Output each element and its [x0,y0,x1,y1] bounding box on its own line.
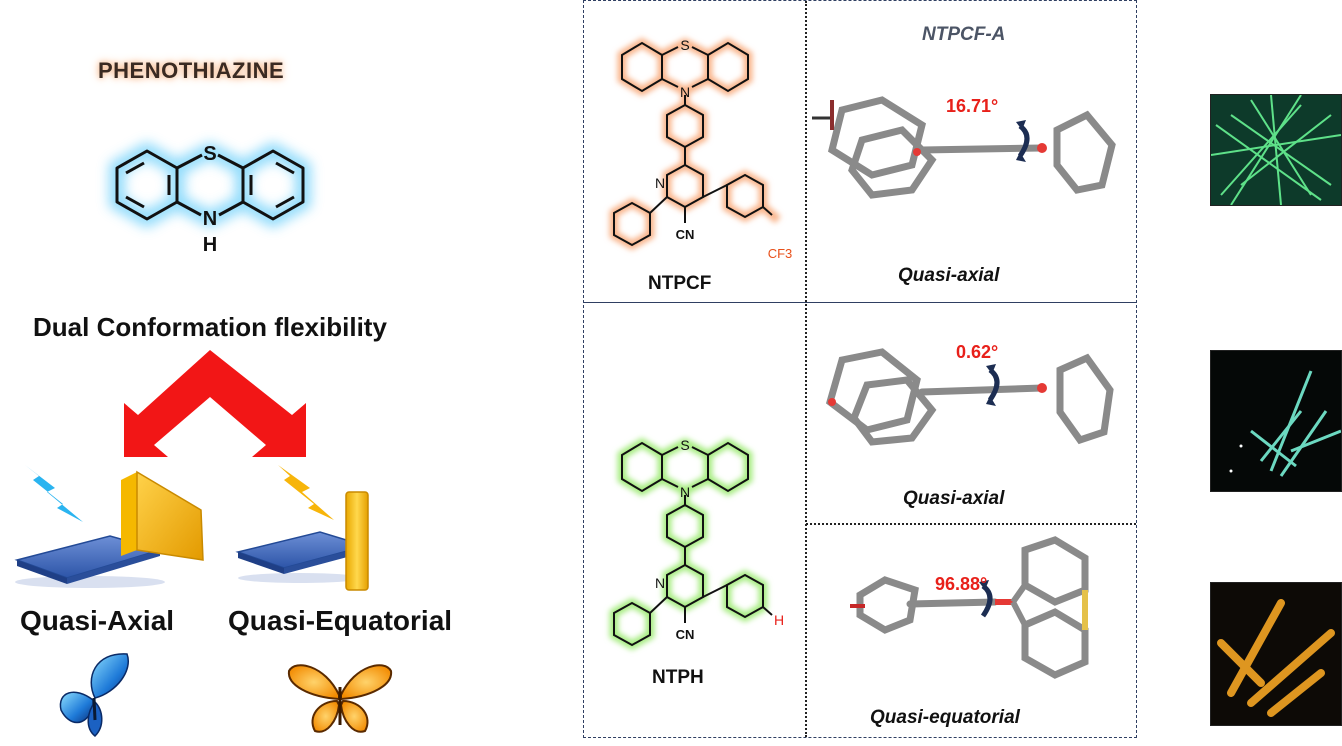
conformation-row-1: Quasi-axial [898,265,1000,286]
ntph-crystal-photo-1 [1210,350,1342,492]
ntph-pyridine-n-label: N [655,575,665,591]
quasi-equatorial-label: Quasi-Equatorial [228,605,453,636]
angle-row-2: 0.62° [956,342,999,362]
row-divider [584,302,1136,303]
structure-table [583,0,1137,738]
ntpcf-pyridine-n-label: N [655,175,665,191]
conformation-row-2: Quasi-axial [903,488,1005,509]
quasi-axial-label: Quasi-Axial [20,605,175,636]
column-divider [805,1,807,737]
ntph-n-label: N [680,484,690,500]
dual-conformation-caption: Dual Conformation flexibility [33,312,387,342]
phenothiazine-title: PHENOTHIAZINE [98,58,285,83]
conformation-row-3: Quasi-equatorial [870,707,1020,728]
crystal-structure-ntpcf [812,96,1116,199]
ntpcf-crystal-photo [1210,94,1342,206]
crystal-structure-ntph-axial [825,348,1114,446]
ntph-s-label: S [680,437,689,453]
ntph-structure: S N N CN H [609,437,784,651]
table-header: NTPCF-A [922,24,1006,45]
ntph-crystal-photo-2 [1210,582,1342,726]
lightning-bolt-blue-icon [25,465,83,522]
ntpcf-cf3-label: CF3 [768,246,793,261]
conformation-arrow-icon [124,350,306,457]
ntpcf-name: NTPCF [648,273,712,294]
blue-butterfly-icon [59,653,129,738]
nitrogen-atom-label: N [203,208,217,230]
ntph-h-label: H [774,612,784,628]
ntpcf-s-label: S [680,37,689,53]
ntpcf-structure: S N N CN CF3 [609,37,793,261]
ntph-name: NTPH [652,667,704,688]
angle-row-1: 16.71° [946,96,999,116]
ntpcf-cn-label: CN [676,227,695,242]
ntpcf-n-label: N [680,84,690,100]
orange-butterfly-icon [287,664,393,733]
angle-row-3: 96.88° [935,574,988,594]
hydrogen-atom-label: H [203,234,217,256]
lightning-bolt-yellow-icon [278,465,334,520]
crystal-structure-ntph-equatorial [850,536,1089,679]
quasi-equatorial-illustration [235,465,369,591]
sulfur-atom-label: S [203,143,216,165]
sub-row-divider [806,523,1136,525]
phenothiazine-structure: S N H [109,141,311,256]
ntph-cn-label: CN [676,627,695,642]
quasi-axial-illustration [14,465,204,588]
